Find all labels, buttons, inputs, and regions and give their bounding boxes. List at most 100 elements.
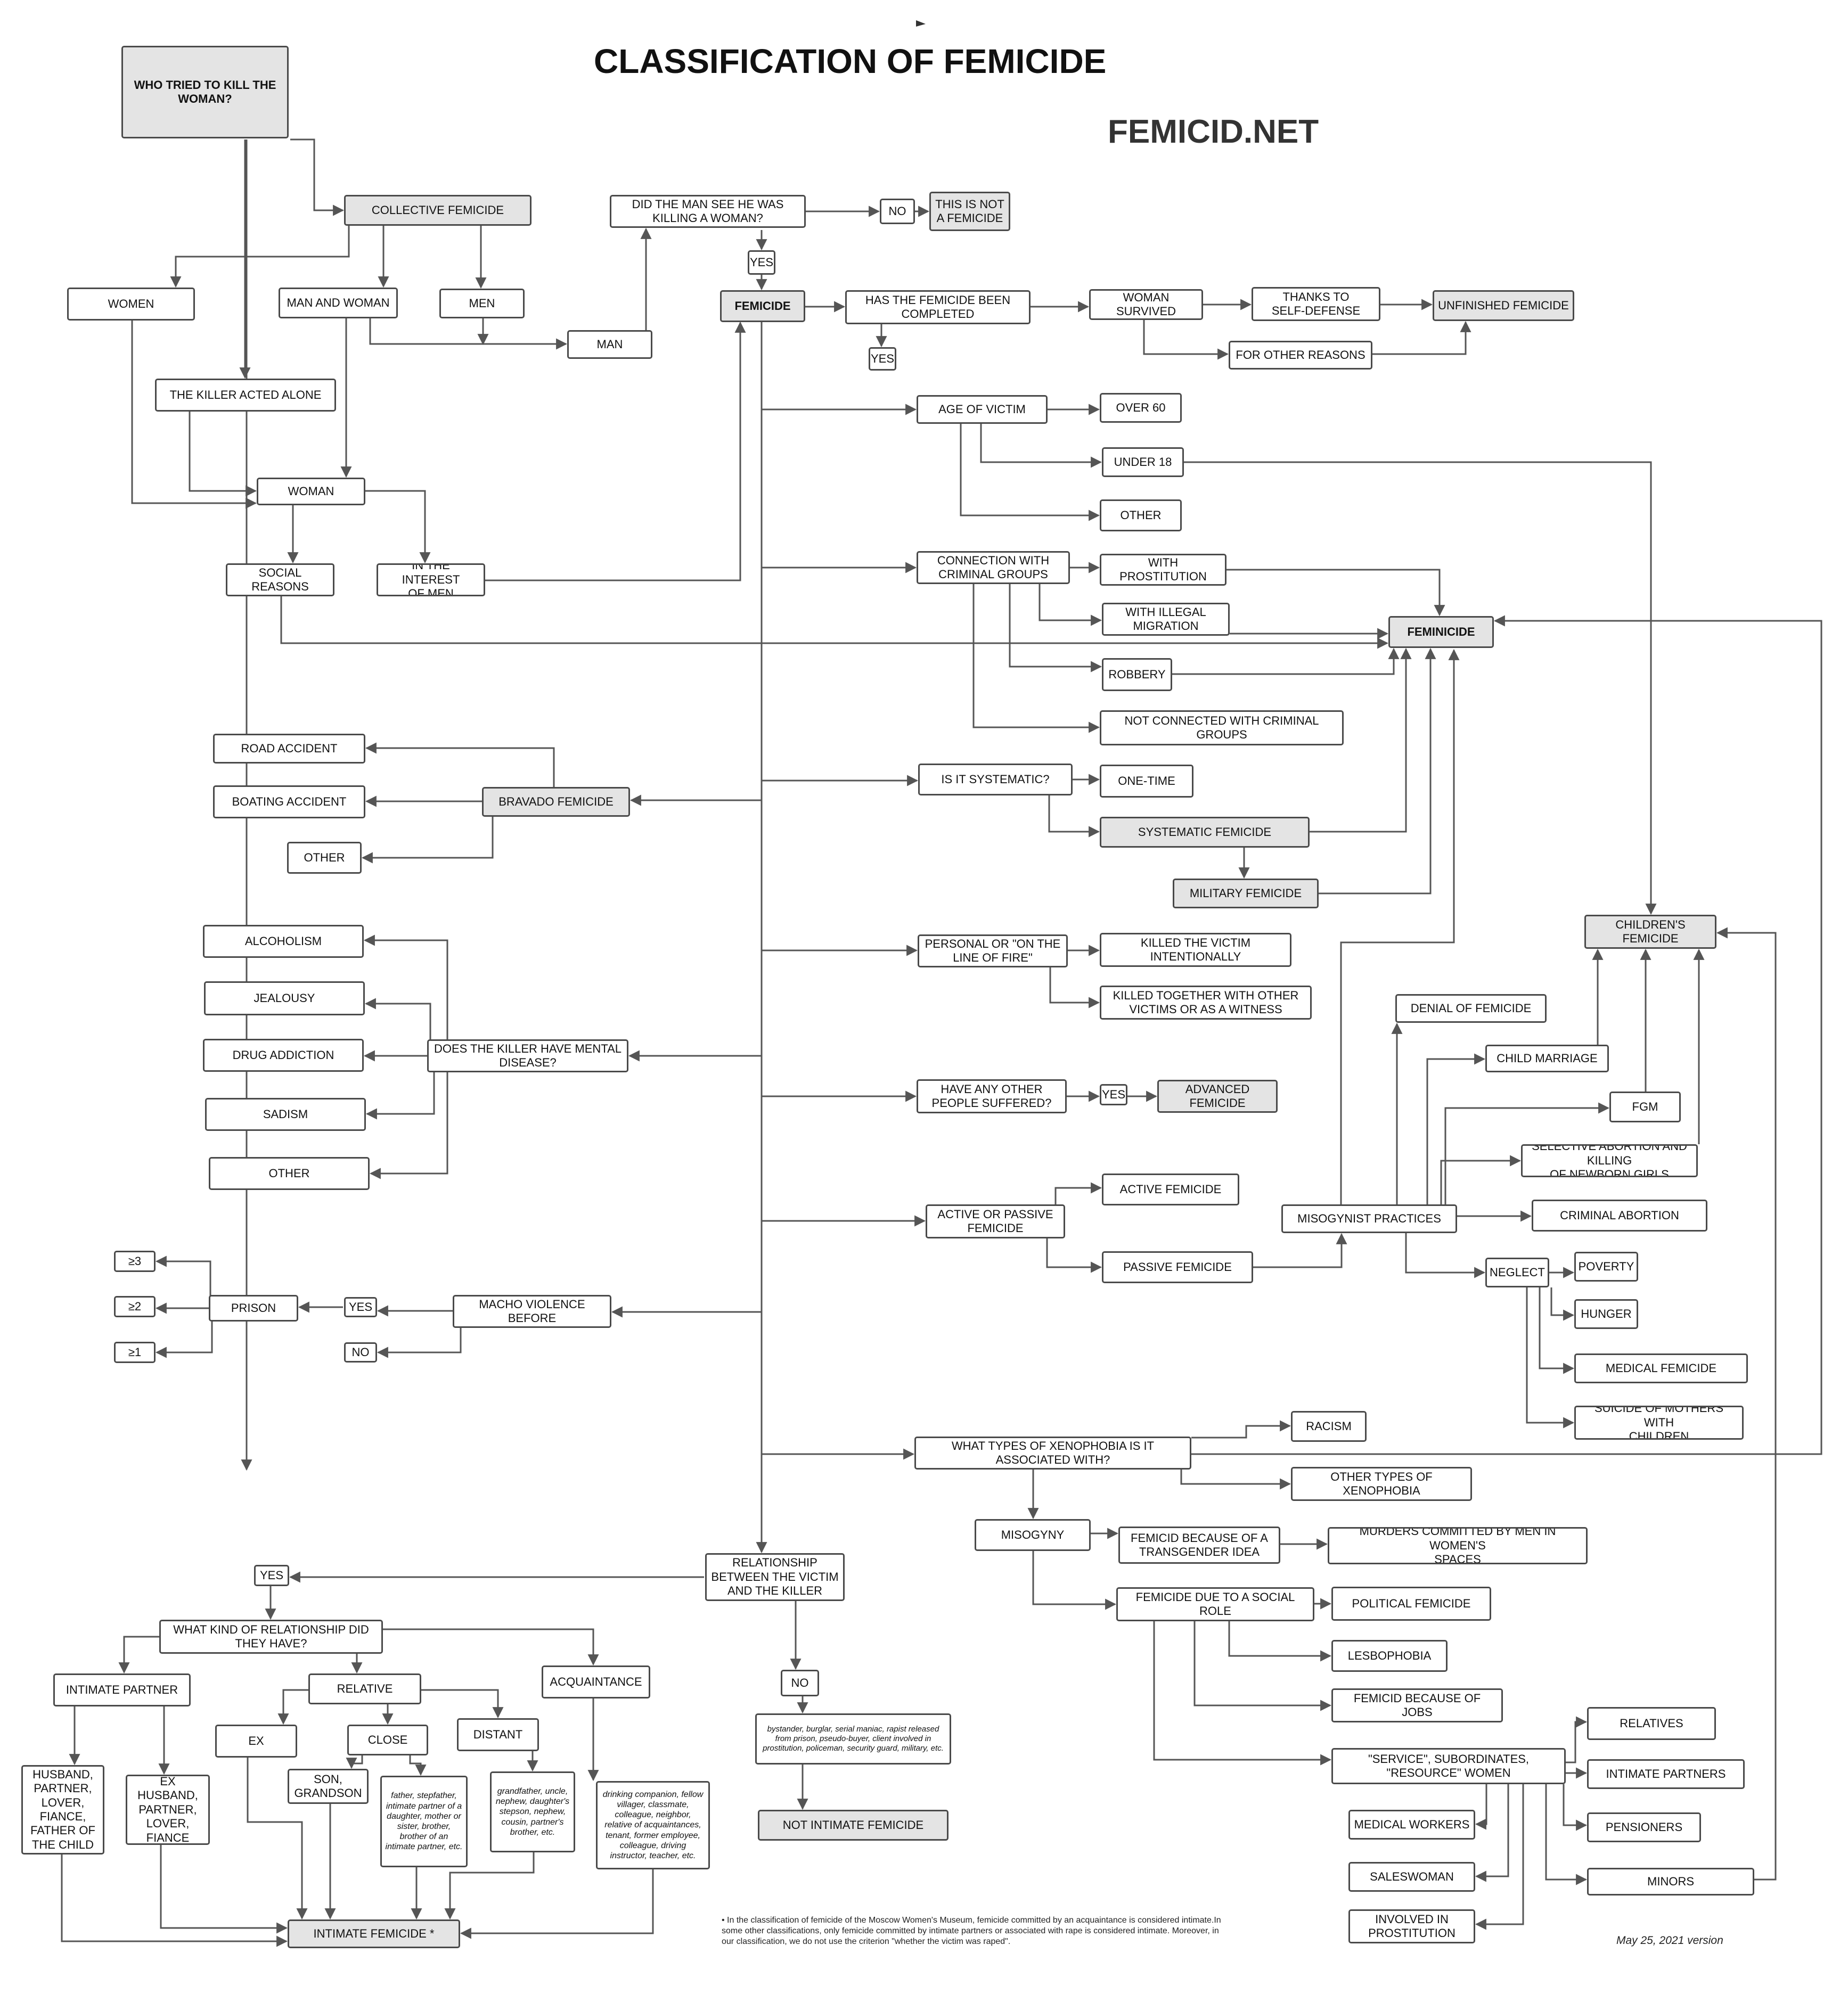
node-yes3: YES (1100, 1084, 1127, 1105)
connector-104 (1716, 927, 1777, 1881)
node-notconnected: NOT CONNECTED WITH CRIMINAL GROUPS (1100, 710, 1344, 745)
connector-87 (377, 1328, 462, 1358)
node-criminal: CONNECTION WITH CRIMINAL GROUPS (917, 551, 1070, 584)
node-jobs: FEMICID BECAUSE OF JOBS (1331, 1688, 1503, 1722)
node-racism: RACISM (1291, 1411, 1367, 1442)
node-political: POLITICAL FEMICIDE (1331, 1587, 1491, 1621)
connector-65 (1046, 1238, 1102, 1273)
connector-73 (1405, 1233, 1486, 1278)
node-age: AGE OF VICTIM (917, 395, 1048, 424)
connector-76 (1539, 1287, 1575, 1374)
connector-95 (1032, 1551, 1117, 1610)
node-bravother: OTHER (287, 842, 362, 874)
node-alcohol: ALCOHOLISM (203, 925, 364, 958)
node-medfem: MEDICAL FEMICIDE (1574, 1353, 1748, 1383)
connector-0 (290, 138, 345, 216)
node-survived: WOMAN SURVIVED (1089, 289, 1203, 320)
node-prison: PRISON (209, 1295, 298, 1322)
node-sadism: SADISM (205, 1098, 366, 1131)
node-otherreasons: FOR OTHER REASONS (1229, 341, 1372, 370)
node-distant: DISTANT (457, 1718, 539, 1751)
node-yes2: YES (869, 347, 896, 371)
connector-90 (1180, 1470, 1291, 1490)
connector-19 (280, 596, 1389, 649)
connector-31 (1184, 461, 1657, 915)
node-relative: RELATIVE (308, 1673, 421, 1704)
node-acquaint: ACQUAINTANCE (542, 1665, 650, 1698)
connector-77 (1526, 1287, 1575, 1429)
node-neglect: NEGLECT (1485, 1258, 1549, 1287)
node-selective: SELECTIVE ABORTION AND KILLING OF NEWBOR… (1521, 1144, 1698, 1177)
node-children: CHILDREN'S FEMICIDE (1584, 915, 1716, 949)
connector-64 (1054, 1182, 1102, 1204)
node-otherxeno: OTHER TYPES OF XENOPHOBIA (1291, 1467, 1472, 1501)
node-father: father, stepfather, intimate partner of … (380, 1776, 468, 1867)
connector-46 (1319, 647, 1436, 895)
node-poverty: POVERTY (1574, 1252, 1638, 1282)
node-xeno: WHAT TYPES OF XENOPHOBIA IS IT ASSOCIATE… (914, 1437, 1191, 1470)
node-military: MILITARY FEMICIDE (1173, 879, 1319, 908)
node-collective: COLLECTIVE FEMICIDE (344, 195, 531, 226)
connector-66 (1253, 1233, 1347, 1268)
connector-125 (160, 1845, 288, 1934)
node-selfdef: THANKS TO SELF-DEFENSE (1252, 287, 1380, 321)
node-lesbo: LESBOPHOBIA (1331, 1640, 1448, 1672)
node-marriage: CHILD MARRIAGE (1485, 1045, 1609, 1072)
node-grandfather: grandfather, uncle, nephew, daughter's s… (490, 1771, 575, 1852)
node-intpartner: INTIMATE PARTNER (53, 1673, 191, 1706)
node-under18: UNDER 18 (1102, 447, 1184, 477)
node-suicide: SUICIDE OF MOTHERS WITH CHILDREN (1574, 1406, 1744, 1440)
node-passive: PASSIVE FEMICIDE (1102, 1251, 1253, 1283)
node-men: MEN (439, 289, 525, 318)
node-sysfem: SYSTEMATIC FEMICIDE (1100, 817, 1310, 848)
node-p2: ≥2 (114, 1296, 156, 1317)
connector-126 (247, 1758, 308, 1920)
node-personal: PERSONAL OR "ON THE LINE OF FIRE" (918, 934, 1068, 967)
connector-120 (421, 1689, 504, 1719)
node-no4: NO (344, 1342, 377, 1363)
connector-98 (1193, 1621, 1332, 1711)
node-drinking: drinking companion, fellow villager, cla… (596, 1781, 710, 1869)
connector-59 (369, 1072, 448, 1179)
connector-89 (1191, 1420, 1291, 1439)
node-whatkind: WHAT KIND OF RELATIONSHIP DID THEY HAVE? (159, 1620, 383, 1654)
connector-86 (155, 1322, 213, 1358)
connector-105 (1475, 1784, 1487, 1830)
node-bravado: BRAVADO FEMICIDE (482, 787, 630, 817)
connector-70 (1444, 1102, 1610, 1204)
node-bystander: bystander, burglar, serial maniac, rapis… (755, 1713, 951, 1765)
node-mental: DOES THE KILLER HAVE MENTAL DISEASE? (427, 1039, 628, 1072)
connector-99 (1153, 1621, 1332, 1766)
node-minors: MINORS (1587, 1868, 1754, 1895)
node-denial: DENIAL OF FEMICIDE (1395, 994, 1547, 1023)
connector-53 (1049, 967, 1100, 1008)
node-socrole: FEMICIDE DUE TO A SOCIAL ROLE (1116, 1587, 1314, 1621)
node-ex: EX (215, 1725, 297, 1758)
connector-56 (364, 998, 431, 1039)
node-service: "SERVICE", SUBORDINATES, "RESOURCE" WOME… (1331, 1748, 1566, 1784)
node-p3: ≥3 (114, 1251, 156, 1272)
connector-7 (369, 317, 568, 350)
node-completed: HAS THE FEMICIDE BEEN COMPLETED (845, 290, 1031, 324)
node-notintimate: NOT INTIMATE FEMICIDE (758, 1810, 948, 1841)
node-p1: ≥1 (114, 1342, 156, 1363)
connector-124 (61, 1854, 288, 1947)
node-ageother: OTHER (1100, 499, 1182, 531)
connector-39 (1172, 647, 1400, 675)
node-prost: WITH PROSTITUTION (1100, 554, 1226, 586)
node-active: ACTIVE FEMICIDE (1102, 1174, 1239, 1205)
connector-114 (118, 1636, 159, 1674)
connector-100 (1566, 1716, 1588, 1763)
node-notfem: THIS IS NOT A FEMICIDE (929, 192, 1010, 231)
connector-55 (363, 934, 448, 1039)
node-man: MAN (567, 330, 652, 359)
node-women: WOMEN (67, 288, 195, 321)
node-no5: NO (781, 1670, 819, 1696)
connector-35 (1039, 584, 1102, 626)
connector-71 (1440, 1155, 1522, 1204)
connector-25 (1143, 320, 1229, 360)
node-fgm: FGM (1609, 1092, 1681, 1122)
node-intpartners: INTIMATE PARTNERS (1587, 1759, 1745, 1789)
connector-12 (365, 490, 431, 564)
